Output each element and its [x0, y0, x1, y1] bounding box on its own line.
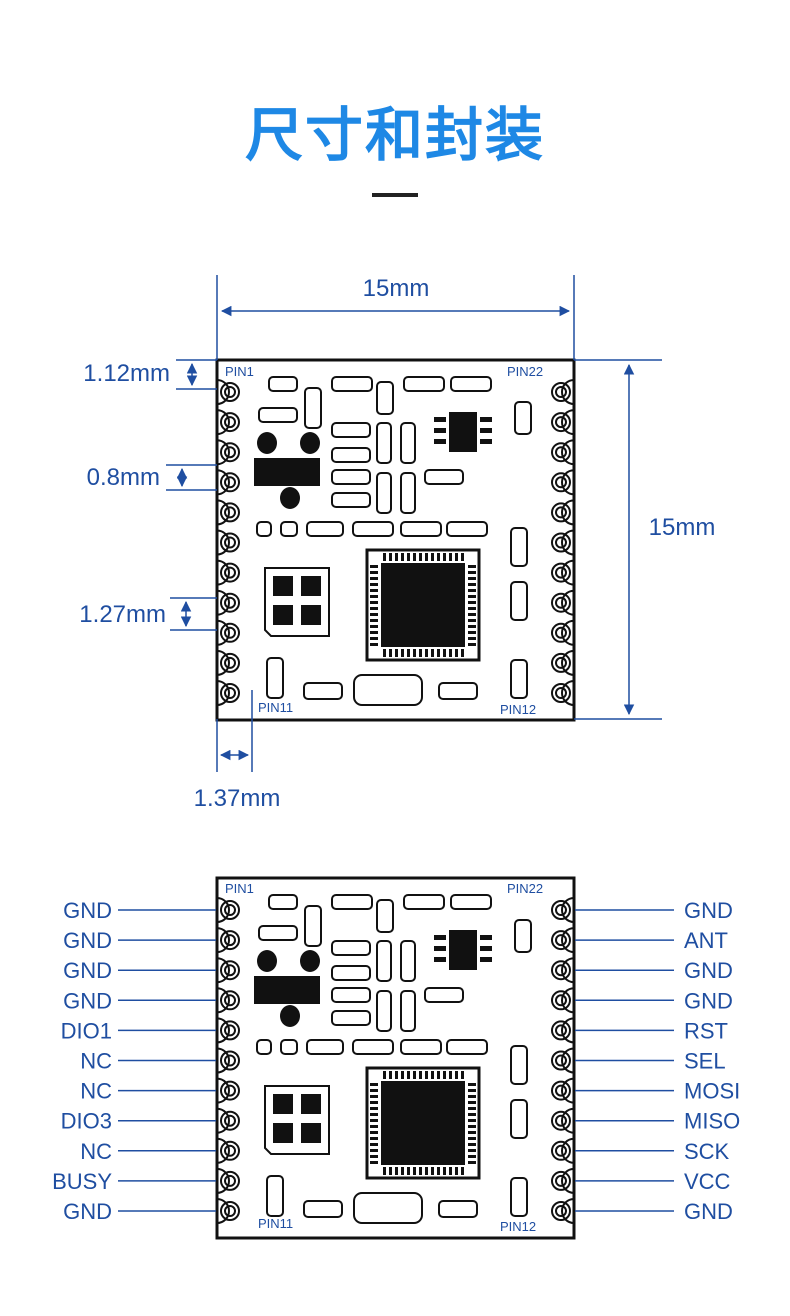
- pin-name-left: GND: [63, 928, 112, 953]
- pin22-label-pinout: PIN22: [507, 881, 543, 896]
- pin-name-right: MOSI: [684, 1079, 740, 1104]
- pad-width-label: 0.8mm: [87, 464, 160, 491]
- pin-name-right: RST: [684, 1018, 728, 1043]
- pin1-label-pinout: PIN1: [225, 881, 254, 896]
- pin-name-right: SCK: [684, 1139, 730, 1164]
- pin11-label-pinout: PIN11: [258, 1216, 293, 1231]
- width-dimension-label: 15mm: [363, 275, 430, 302]
- pinout-drawing: PIN1 PIN22 PIN11 PIN12 GND GND GND GND DIO1N…: [52, 876, 740, 1240]
- pin12-label-pinout: PIN12: [500, 1219, 536, 1234]
- pin-name-left: DIO3: [61, 1109, 112, 1134]
- pin11-label: PIN11: [258, 700, 293, 715]
- pin-name-left: GND: [63, 898, 112, 923]
- title-underline: [372, 193, 418, 197]
- pin-name-right: GND: [684, 958, 733, 983]
- pin22-label: PIN22: [507, 364, 543, 379]
- pin-name-left: GND: [63, 958, 112, 983]
- pin-name-right: MISO: [684, 1109, 740, 1134]
- pin-name-left: NC: [80, 1049, 112, 1074]
- pin-name-left: BUSY: [52, 1169, 112, 1194]
- pad-length-label: 1.37mm: [194, 785, 281, 812]
- pin-name-left: NC: [80, 1139, 112, 1164]
- pin-name-left: NC: [80, 1079, 112, 1104]
- pin1-label: PIN1: [225, 364, 254, 379]
- pin-name-right: GND: [684, 1199, 733, 1224]
- pin-name-left: GND: [63, 1199, 112, 1224]
- pin-name-left: DIO1: [61, 1018, 112, 1043]
- pin-name-right: VCC: [684, 1169, 731, 1194]
- dimension-drawing: 15mm 15mm 1.12mm 0.8mm 1.27mm 1.37mm PIN…: [79, 275, 715, 812]
- pin-name-right: SEL: [684, 1049, 726, 1074]
- height-dimension-label: 15mm: [649, 514, 716, 541]
- pin-name-right: GND: [684, 898, 733, 923]
- pin12-label: PIN12: [500, 702, 536, 717]
- page-title: 尺寸和封装: [244, 101, 545, 169]
- top-offset-label: 1.12mm: [83, 360, 170, 387]
- pin-name-right: ANT: [684, 928, 728, 953]
- pin-name-left: GND: [63, 988, 112, 1013]
- pin-name-right: GND: [684, 988, 733, 1013]
- pin-pitch-label: 1.27mm: [79, 601, 166, 628]
